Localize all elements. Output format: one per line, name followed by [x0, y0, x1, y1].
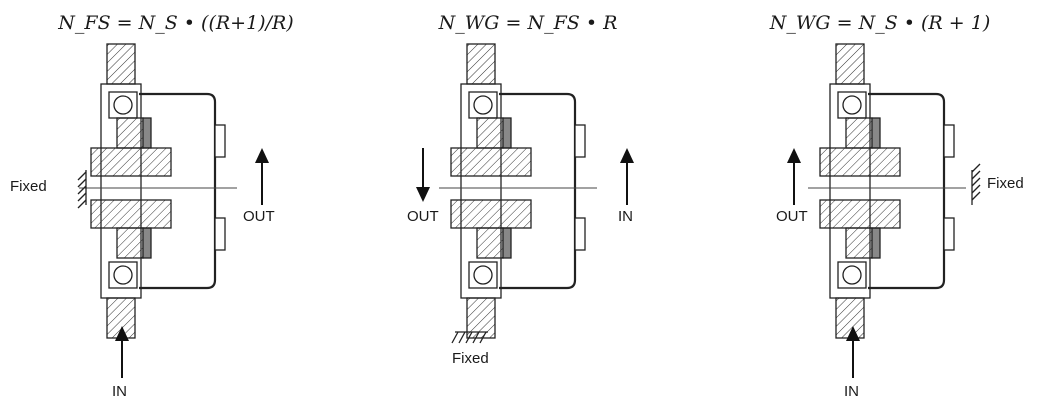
diagram-panel-2: N_WG = N_FS • R OUT IN Fixed — [352, 0, 704, 402]
out-arrow-up — [255, 148, 269, 205]
label-out: OUT — [407, 208, 439, 225]
label-out: OUT — [243, 208, 275, 225]
diagram-panel-3: N_WG = N_S • (R + 1) OUT Fixed IN — [704, 0, 1055, 402]
out-arrow-down — [416, 148, 430, 202]
harmonic-drive-drawing-3 — [787, 43, 981, 378]
diagram-panel-1: N_FS = N_S • ((R+1)/R) Fixed OUT IN — [0, 0, 352, 402]
drive-cross-section — [79, 43, 237, 339]
label-in: IN — [844, 383, 859, 400]
out-arrow-up — [787, 148, 801, 205]
in-arrow-up — [115, 326, 129, 378]
fixed-ground-hatch — [451, 331, 488, 344]
formula-3: N_WG = N_S • (R + 1) — [769, 12, 991, 34]
fixed-ground-hatch — [971, 163, 981, 205]
harmonic-drive-drawing-2 — [416, 43, 634, 344]
formula-1: N_FS = N_S • ((R+1)/R) — [58, 12, 294, 34]
formula-2: N_WG = N_FS • R — [438, 12, 618, 34]
in-arrow-up — [620, 148, 634, 205]
label-fixed: Fixed — [452, 350, 489, 367]
fixed-ground-hatch — [77, 170, 87, 209]
harmonic-drive-drawing-1 — [77, 43, 269, 378]
label-fixed: Fixed — [987, 175, 1024, 192]
label-in: IN — [618, 208, 633, 225]
drive-cross-section — [808, 43, 966, 339]
label-fixed: Fixed — [10, 178, 47, 195]
in-arrow-up — [846, 326, 860, 378]
label-out: OUT — [776, 208, 808, 225]
drive-cross-section — [439, 43, 597, 339]
label-in: IN — [112, 383, 127, 400]
